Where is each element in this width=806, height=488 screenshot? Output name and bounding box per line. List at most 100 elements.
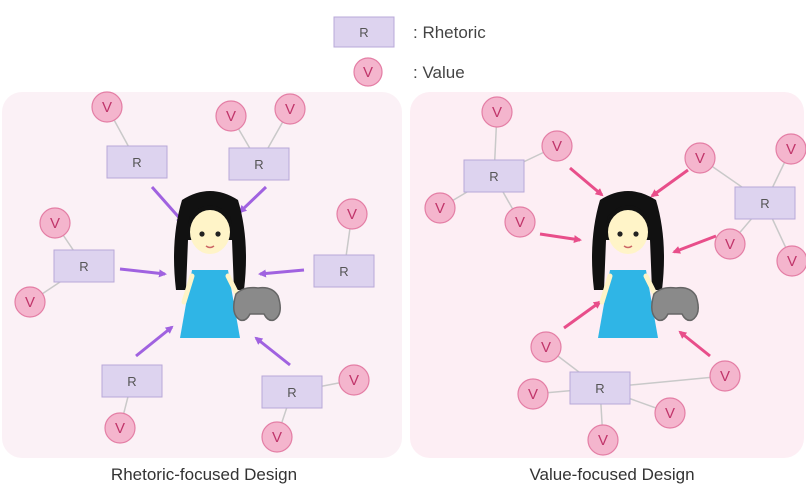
rhetoric-label: R bbox=[79, 259, 88, 274]
value-node: V bbox=[714, 228, 746, 260]
value-arrow bbox=[569, 166, 604, 197]
value-node: V bbox=[424, 192, 456, 224]
value-label: V bbox=[515, 214, 525, 231]
rhetoric-node: R bbox=[53, 249, 115, 283]
rhetoric-arrow bbox=[150, 186, 185, 224]
legend-rhetoric-box bbox=[333, 16, 395, 48]
rhetoric-box bbox=[106, 145, 168, 179]
rhetoric-box bbox=[261, 375, 323, 409]
rhetoric-label: R bbox=[287, 385, 296, 400]
rhetoric-label: R bbox=[595, 381, 604, 396]
value-node: V bbox=[517, 378, 549, 410]
caption-rhetoric-focused: Rhetoric-focused Design bbox=[111, 465, 297, 484]
value-label: V bbox=[226, 108, 236, 125]
value-label: V bbox=[347, 206, 357, 223]
value-arrow bbox=[650, 168, 689, 198]
rhetoric-node: R bbox=[101, 364, 163, 398]
nodes: R R R R R R R R R V V V V V V V V V V V V V V V V V V V V V V bbox=[14, 91, 806, 456]
value-node: V bbox=[776, 245, 806, 277]
rhetoric-node: R bbox=[261, 375, 323, 409]
rhetoric-node: R bbox=[734, 186, 796, 220]
value-circle bbox=[14, 286, 46, 318]
rhetoric-box bbox=[101, 364, 163, 398]
value-label: V bbox=[272, 429, 282, 446]
legend-rhetoric-label: : Rhetoric bbox=[413, 23, 486, 42]
rhetoric-label: R bbox=[132, 155, 141, 170]
value-label: V bbox=[541, 339, 551, 356]
value-label: V bbox=[787, 253, 797, 270]
arrows bbox=[119, 166, 717, 367]
value-node: V bbox=[336, 198, 368, 230]
value-node: V bbox=[587, 424, 619, 456]
value-node: V bbox=[338, 364, 370, 396]
value-circle bbox=[274, 93, 306, 125]
rhetoric-arrow bbox=[119, 267, 167, 278]
value-label: V bbox=[115, 420, 125, 437]
value-node: V bbox=[39, 207, 71, 239]
rhetoric-box bbox=[313, 254, 375, 288]
rhetoric-node: R bbox=[106, 145, 168, 179]
legend-value-circle-label: V bbox=[363, 64, 373, 81]
value-node: V bbox=[504, 206, 536, 238]
value-circle bbox=[336, 198, 368, 230]
value-node: V bbox=[684, 142, 716, 174]
value-circle bbox=[481, 96, 513, 128]
value-circle bbox=[776, 245, 806, 277]
rhetoric-label: R bbox=[254, 157, 263, 172]
value-label: V bbox=[285, 101, 295, 118]
value-circle bbox=[587, 424, 619, 456]
rhetoric-box bbox=[463, 159, 525, 193]
value-node: V bbox=[261, 421, 293, 453]
value-circle bbox=[215, 100, 247, 132]
value-circle bbox=[654, 397, 686, 429]
value-label: V bbox=[725, 236, 735, 253]
value-arrow bbox=[678, 330, 711, 358]
value-label: V bbox=[695, 150, 705, 167]
value-label: V bbox=[435, 200, 445, 217]
value-node: V bbox=[541, 130, 573, 162]
value-node: V bbox=[14, 286, 46, 318]
value-node: V bbox=[775, 133, 806, 165]
value-label: V bbox=[25, 294, 35, 311]
rhetoric-node: R bbox=[569, 371, 631, 405]
value-label: V bbox=[528, 386, 538, 403]
value-arrow bbox=[563, 300, 602, 330]
legend-value-label: : Value bbox=[413, 63, 465, 82]
rhetoric-arrow bbox=[238, 185, 268, 214]
caption-value-focused: Value-focused Design bbox=[529, 465, 694, 484]
value-label: V bbox=[552, 138, 562, 155]
rhetoric-arrow bbox=[258, 268, 305, 278]
rhetoric-label: R bbox=[127, 374, 136, 389]
value-label: V bbox=[786, 141, 796, 158]
value-circle bbox=[530, 331, 562, 363]
value-circle bbox=[714, 228, 746, 260]
value-circle bbox=[338, 364, 370, 396]
value-arrow bbox=[672, 234, 717, 254]
value-circle bbox=[39, 207, 71, 239]
value-circle bbox=[775, 133, 806, 165]
rhetoric-label: R bbox=[339, 264, 348, 279]
legend-rhetoric-box-label: R bbox=[359, 25, 368, 40]
value-node: V bbox=[530, 331, 562, 363]
rhetoric-label: R bbox=[760, 196, 769, 211]
rhetoric-node: R bbox=[228, 147, 290, 181]
value-node: V bbox=[91, 91, 123, 123]
value-circle bbox=[424, 192, 456, 224]
value-circle bbox=[684, 142, 716, 174]
value-circle bbox=[104, 412, 136, 444]
rhetoric-node: R bbox=[313, 254, 375, 288]
value-circle bbox=[261, 421, 293, 453]
value-circle bbox=[709, 360, 741, 392]
value-label: V bbox=[50, 215, 60, 232]
value-node: V bbox=[104, 412, 136, 444]
value-label: V bbox=[665, 405, 675, 422]
value-node: V bbox=[709, 360, 741, 392]
value-arrow bbox=[539, 232, 582, 244]
rhetoric-arrow bbox=[254, 336, 291, 367]
rhetoric-box bbox=[734, 186, 796, 220]
value-circle bbox=[517, 378, 549, 410]
value-node: V bbox=[481, 96, 513, 128]
value-circle bbox=[91, 91, 123, 123]
legend-value-circle bbox=[353, 57, 383, 87]
rhetoric-label: R bbox=[489, 169, 498, 184]
